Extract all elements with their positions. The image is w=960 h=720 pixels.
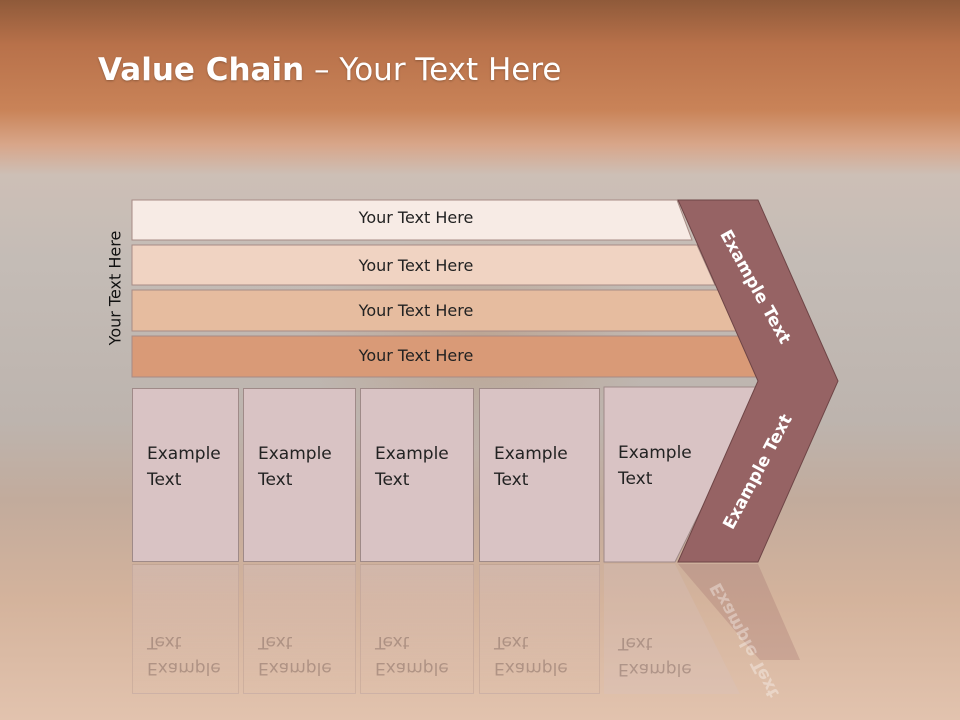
box-2-reflection: Example Text [243,564,356,694]
box-5-shape [603,386,763,563]
box-3-reflection-text: Example Text [375,632,449,678]
box-1-reflection-text: Example Text [147,632,221,678]
box-5-reflection-text: Example Text [618,633,692,679]
activity-box-1-label: Example Text [147,444,221,490]
activity-box-2: Example Text [243,388,356,562]
box-1-reflection: Example Text [132,564,239,694]
box-4-reflection: Example Text [479,564,600,694]
activity-box-2-label: Example Text [258,444,332,490]
activity-box-4-label: Example Text [494,444,568,490]
box-5-reflection-area: Example Text [604,564,692,694]
box-4-reflection-text: Example Text [494,632,568,678]
row-3-shape [131,289,740,332]
box-5-reflection [604,564,740,694]
title-rest: – Your Text Here [304,52,562,88]
slide-title: Value Chain – Your Text Here [98,52,561,88]
title-bold: Value Chain [98,52,305,88]
activity-box-5-label: Example Text [618,443,692,489]
activity-box-1: Example Text [132,388,239,562]
activity-box-5: Example Text [604,388,694,562]
activity-box-3: Example Text [360,388,474,562]
chevron-reflection [678,564,800,660]
row-4-shape [131,335,764,378]
box-3-reflection: Example Text [360,564,474,694]
chevron-shape [677,199,839,563]
activity-box-4: Example Text [479,388,600,562]
row-1-shape [131,199,693,241]
box-2-reflection-text: Example Text [258,632,332,678]
activity-box-3-label: Example Text [375,444,449,490]
row-2-shape [131,244,716,286]
